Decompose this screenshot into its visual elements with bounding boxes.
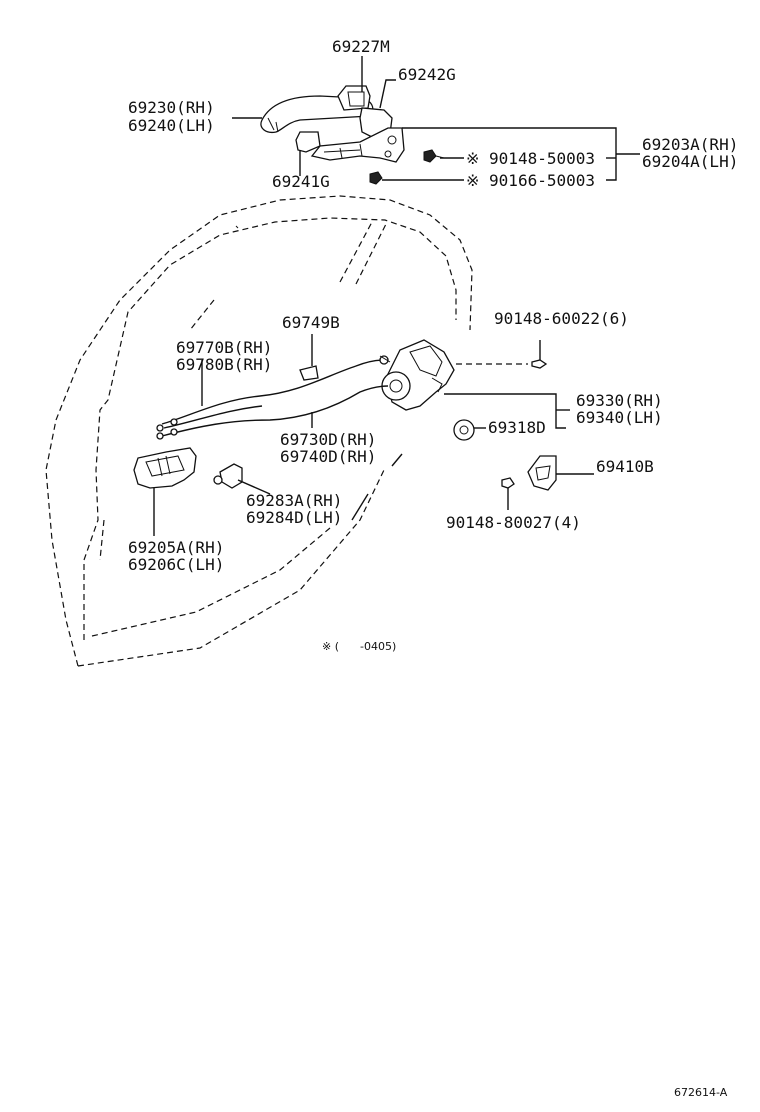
label-69410B: 69410B [596, 457, 654, 476]
applicability-note: ※ ( -0405) [322, 640, 396, 653]
outside-handle-assembly [260, 85, 445, 185]
label-69204A: 69204A(LH) [642, 152, 738, 171]
door-outline [45, 195, 473, 667]
lock-cables [156, 334, 391, 440]
label-69330: 69330(RH) [576, 391, 663, 410]
label-90166-50003: ※ 90166-50003 [466, 171, 595, 190]
grommet-icon [453, 419, 475, 441]
label-90148-50003: ※ 90148-50003 [466, 149, 595, 168]
label-90148-60022: 90148-60022(6) [494, 309, 629, 328]
label-69340: 69340(LH) [576, 408, 663, 427]
label-69241G: 69241G [272, 172, 330, 191]
label-69770B: 69770B(RH) [176, 338, 272, 357]
label-90148-80027: 90148-80027(4) [446, 513, 581, 532]
screw-icon [501, 477, 515, 510]
label-69227M: 69227M [332, 37, 390, 56]
label-69780B: 69780B(RH) [176, 355, 272, 374]
bolt-icon [369, 171, 383, 185]
label-69203A: 69203A(RH) [642, 135, 738, 154]
inside-handle-assembly [133, 447, 197, 536]
label-69205A: 69205A(RH) [128, 538, 224, 557]
screw-icon [531, 340, 548, 369]
label-69240: 69240(LH) [128, 116, 215, 135]
label-69284D: 69284D(LH) [246, 508, 342, 527]
part-labels: 69227M 69242G 69230(RH) 69240(LH) 69203A… [128, 37, 738, 1099]
label-69206C: 69206C(LH) [128, 555, 224, 574]
leader-lines-top [232, 56, 640, 181]
figure-code: 672614-A [674, 1086, 728, 1099]
lock-knob [213, 463, 369, 521]
door-lock-assembly [381, 339, 570, 441]
bolt-icon [423, 149, 445, 163]
label-69230: 69230(RH) [128, 98, 215, 117]
label-69318D: 69318D [488, 418, 546, 437]
door-striker [501, 455, 594, 510]
label-69740D: 69740D(RH) [280, 447, 376, 466]
label-69730D: 69730D(RH) [280, 430, 376, 449]
label-69283A: 69283A(RH) [246, 491, 342, 510]
label-69242G: 69242G [398, 65, 456, 84]
leader-line [391, 453, 403, 467]
label-69749B: 69749B [282, 313, 340, 332]
